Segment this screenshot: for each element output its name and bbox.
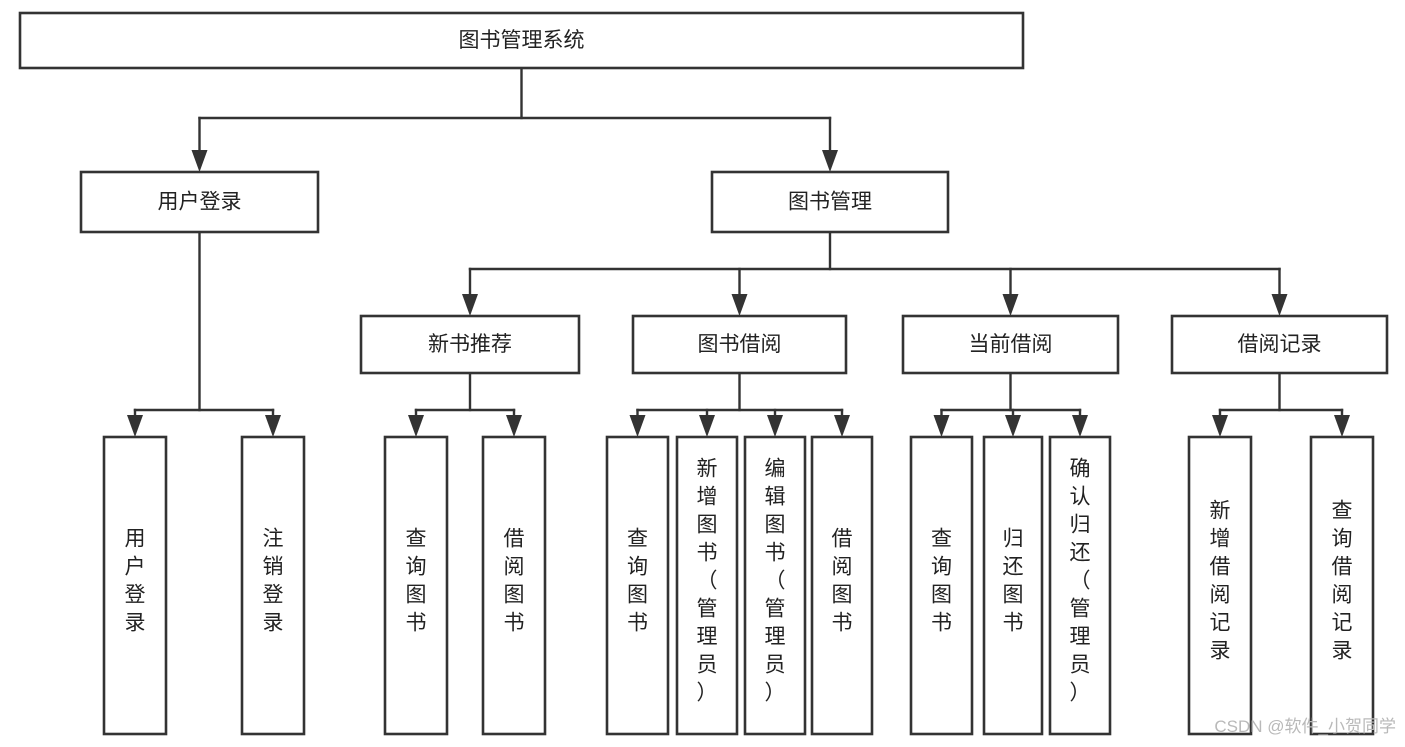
- node-label-leaf-query-book-2: 查询图书: [627, 528, 648, 635]
- node-box-leaf-confirm-return: [1048, 435, 1112, 736]
- node-label-leaf-borrow-book-2: 借阅图书: [832, 528, 853, 635]
- node-book-borrow[interactable]: 图书借阅: [631, 314, 848, 375]
- arrow-to-leaf-borrow-book-2: [834, 415, 850, 437]
- arrow-to-leaf-edit-book: [767, 415, 783, 437]
- node-box-leaf-query-book-2: [605, 435, 670, 736]
- node-leaf-query-book-2[interactable]: 查询图书: [605, 435, 670, 736]
- node-label-leaf-return-book: 归还图书: [1003, 528, 1024, 635]
- node-box-leaf-add-record: [1187, 435, 1253, 736]
- node-leaf-query-record[interactable]: 查询借阅记录: [1309, 435, 1375, 736]
- node-borrow-record[interactable]: 借阅记录: [1170, 314, 1389, 375]
- node-label-leaf-user-logout: 注销登录: [263, 528, 284, 635]
- arrow-to-new-book-recommend: [462, 294, 478, 316]
- node-label-leaf-user-login: 用户登录: [125, 528, 146, 635]
- arrow-to-borrow-record: [1271, 294, 1288, 316]
- node-label-new-book-recommend: 新书推荐: [428, 333, 512, 356]
- arrow-to-leaf-user-login: [127, 415, 143, 437]
- node-box-leaf-query-book-3: [909, 435, 974, 736]
- node-label-leaf-add-record: 新增借阅记录: [1210, 500, 1231, 663]
- node-label-leaf-add-book: 新增图书（管理员）: [697, 458, 718, 705]
- node-label-user-login: 用户登录: [158, 191, 242, 214]
- node-label-leaf-query-book-1: 查询图书: [406, 528, 427, 635]
- node-current-borrow[interactable]: 当前借阅: [901, 314, 1120, 375]
- node-box-root: [18, 11, 1025, 70]
- node-label-leaf-borrow-book-1: 借阅图书: [504, 528, 525, 635]
- arrow-to-current-borrow: [1002, 294, 1019, 316]
- node-leaf-return-book[interactable]: 归还图书: [982, 435, 1044, 736]
- arrow-to-book-management: [822, 150, 838, 172]
- arrow-to-leaf-query-book-1: [408, 415, 424, 437]
- arrow-to-leaf-add-record: [1212, 415, 1228, 437]
- node-leaf-user-login[interactable]: 用户登录: [102, 435, 168, 736]
- node-box-current-borrow: [901, 314, 1120, 375]
- node-box-book-borrow: [631, 314, 848, 375]
- node-new-book-recommend[interactable]: 新书推荐: [359, 314, 581, 375]
- node-layer: 图书管理系统用户登录图书管理新书推荐图书借阅当前借阅借阅记录用户登录注销登录查询…: [18, 11, 1389, 736]
- arrow-to-leaf-borrow-book-1: [506, 415, 522, 437]
- node-box-leaf-add-book: [675, 435, 739, 736]
- node-box-new-book-recommend: [359, 314, 581, 375]
- node-box-leaf-query-book-1: [383, 435, 449, 736]
- node-box-leaf-return-book: [982, 435, 1044, 736]
- node-leaf-query-book-1[interactable]: 查询图书: [383, 435, 449, 736]
- node-leaf-borrow-book-1[interactable]: 借阅图书: [481, 435, 547, 736]
- node-box-leaf-user-logout: [240, 435, 306, 736]
- node-leaf-add-record[interactable]: 新增借阅记录: [1187, 435, 1253, 736]
- arrow-to-leaf-query-record: [1334, 415, 1350, 437]
- node-label-current-borrow: 当前借阅: [969, 333, 1053, 356]
- node-label-borrow-record: 借阅记录: [1238, 333, 1322, 356]
- node-box-leaf-borrow-book-2: [810, 435, 874, 736]
- csdn-watermark: CSDN @软件_小贺同学: [1214, 717, 1396, 736]
- node-box-leaf-query-record: [1309, 435, 1375, 736]
- node-label-book-management: 图书管理: [788, 191, 872, 214]
- node-leaf-query-book-3[interactable]: 查询图书: [909, 435, 974, 736]
- arrow-to-leaf-add-book: [699, 415, 715, 437]
- connector-layer: [127, 66, 1350, 437]
- arrow-to-leaf-return-book: [1005, 415, 1021, 437]
- node-box-leaf-user-login: [102, 435, 168, 736]
- node-label-book-borrow: 图书借阅: [698, 333, 782, 356]
- node-label-leaf-query-book-3: 查询图书: [931, 528, 952, 635]
- node-label-root: 图书管理系统: [459, 29, 585, 52]
- node-box-user-login: [79, 170, 320, 234]
- node-root[interactable]: 图书管理系统: [18, 11, 1025, 70]
- node-leaf-edit-book[interactable]: 编辑图书（管理员）: [743, 435, 807, 736]
- arrow-to-book-borrow: [731, 294, 748, 316]
- node-box-borrow-record: [1170, 314, 1389, 375]
- node-label-leaf-confirm-return: 确认归还（管理员）: [1070, 458, 1091, 705]
- node-box-leaf-edit-book: [743, 435, 807, 736]
- node-label-leaf-query-record: 查询借阅记录: [1332, 500, 1353, 663]
- node-leaf-borrow-book-2[interactable]: 借阅图书: [810, 435, 874, 736]
- node-book-management[interactable]: 图书管理: [710, 170, 950, 234]
- arrow-to-user-login: [191, 150, 208, 172]
- node-box-book-management: [710, 170, 950, 234]
- node-box-leaf-borrow-book-1: [481, 435, 547, 736]
- node-label-leaf-edit-book: 编辑图书（管理员）: [765, 458, 786, 705]
- arrow-to-leaf-query-book-2: [629, 415, 646, 437]
- node-leaf-add-book[interactable]: 新增图书（管理员）: [675, 435, 739, 736]
- node-leaf-user-logout[interactable]: 注销登录: [240, 435, 306, 736]
- arrow-to-leaf-query-book-3: [933, 415, 950, 437]
- node-leaf-confirm-return[interactable]: 确认归还（管理员）: [1048, 435, 1112, 736]
- node-user-login[interactable]: 用户登录: [79, 170, 320, 234]
- arrow-to-leaf-confirm-return: [1072, 415, 1088, 437]
- arrow-to-leaf-user-logout: [265, 415, 281, 437]
